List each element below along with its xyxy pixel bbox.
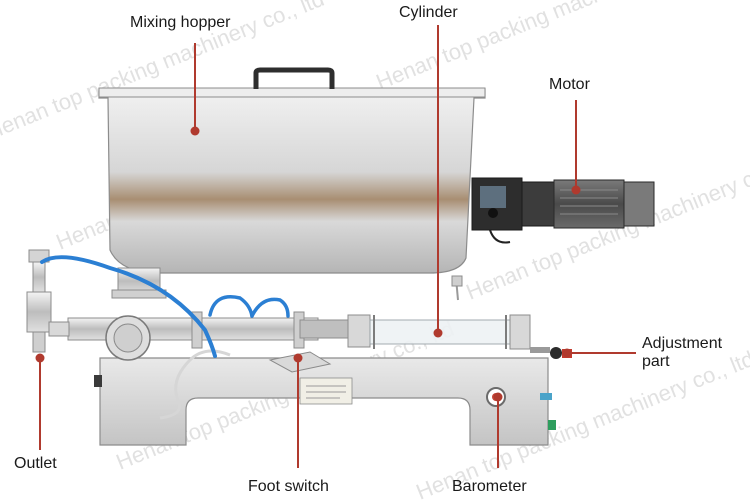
label-adjustment-line1: Adjustment [642,335,723,352]
label-mixing-hopper: Mixing hopper [130,14,231,31]
motor [471,177,655,244]
dot-motor [571,185,581,195]
outlet-nozzle [26,249,70,353]
label-cylinder: Cylinder [399,4,458,21]
machine-base [94,357,556,446]
callout-leaders [39,25,636,468]
valve-assembly [67,311,319,361]
dot-cylinder [433,328,443,338]
dot-mixing-hopper [190,126,200,136]
mixing-hopper [98,67,486,299]
label-outlet: Outlet [14,455,57,472]
label-barometer: Barometer [452,478,527,495]
label-foot-switch: Foot switch [248,478,329,495]
callout-dots [35,126,581,402]
dot-barometer [493,392,503,402]
pneumatic-tubes [40,255,290,358]
nameplate [299,377,353,405]
dot-adjustment-part [562,348,572,358]
dot-outlet [35,353,45,363]
adjustment-knob [550,347,562,359]
label-motor: Motor [549,76,590,93]
dot-foot-switch [293,353,303,363]
label-adjustment-line2: part [642,353,670,370]
